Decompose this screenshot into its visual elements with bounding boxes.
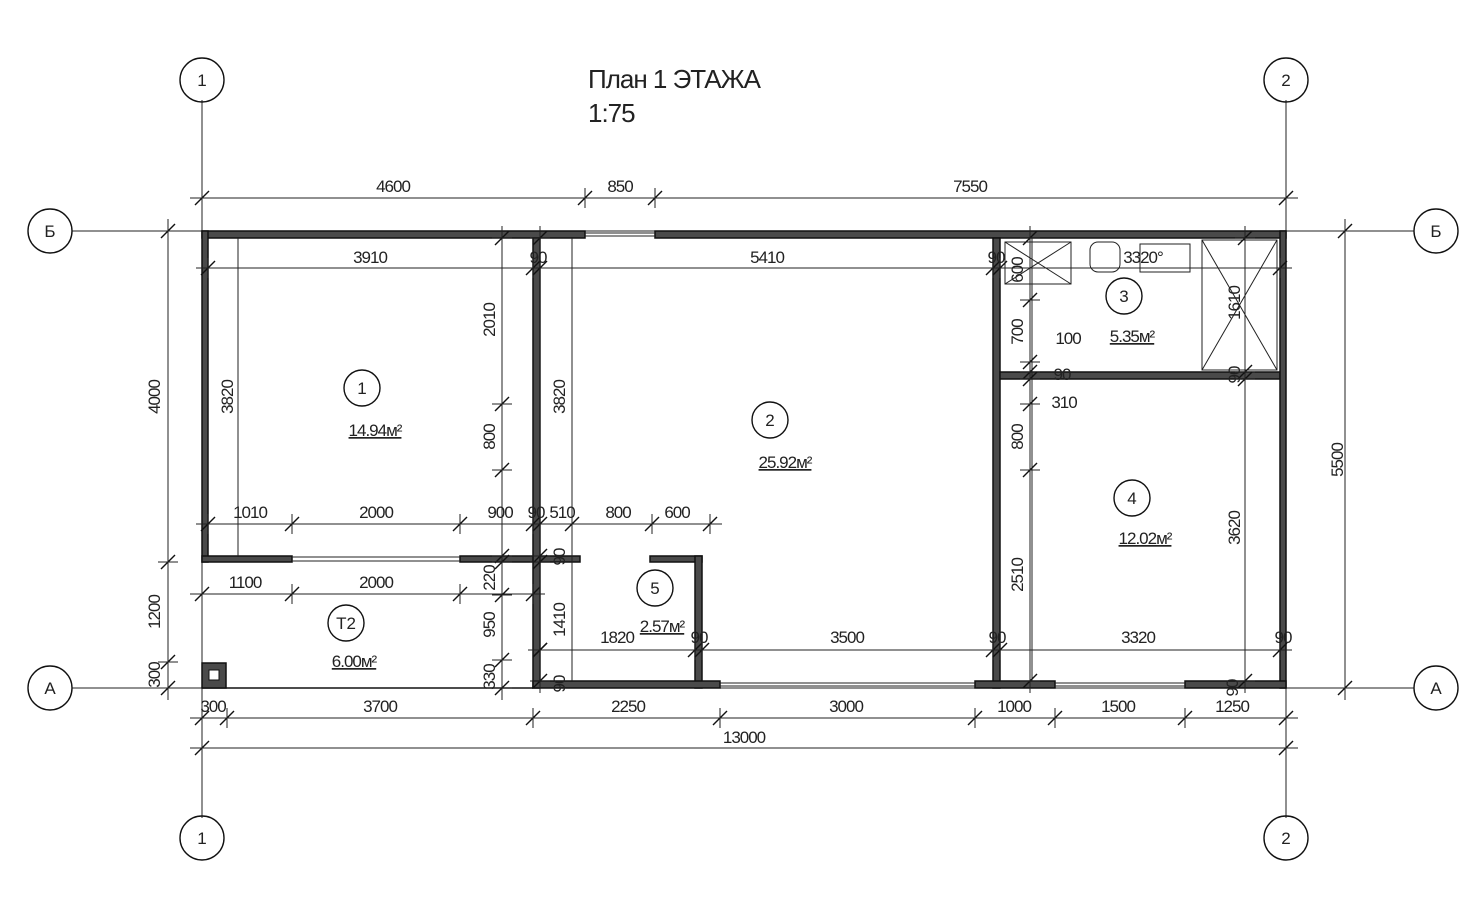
dim-label: 510 bbox=[549, 503, 575, 522]
dim-label: 90 bbox=[550, 548, 569, 565]
dim-label: 1000 bbox=[997, 697, 1031, 716]
dim-label: 5500 bbox=[1328, 443, 1347, 477]
dim-label: 2000 bbox=[359, 573, 393, 592]
dim-label: 90 bbox=[1223, 679, 1242, 696]
dim-label: 330 bbox=[480, 664, 499, 690]
room-4: 4 12.02м² bbox=[1113, 479, 1174, 548]
axis-marker-b-right: Б bbox=[1413, 208, 1459, 254]
dim-label: 7550 bbox=[953, 177, 987, 196]
svg-text:6.00м²: 6.00м² bbox=[332, 652, 378, 671]
dim-label: 600 bbox=[1008, 257, 1027, 283]
dim-label: 1010 bbox=[233, 503, 267, 522]
dim-label: 2250 bbox=[611, 697, 645, 716]
svg-text:3: 3 bbox=[1119, 287, 1128, 306]
dim-label: 1410 bbox=[550, 603, 569, 637]
svg-text:Б: Б bbox=[44, 222, 55, 241]
svg-text:14.94м²: 14.94м² bbox=[349, 421, 403, 440]
dim-label: 3320° bbox=[1123, 248, 1163, 267]
dim-label: 90 bbox=[550, 675, 569, 692]
dim-label: 3700 bbox=[363, 697, 397, 716]
svg-text:5: 5 bbox=[650, 579, 659, 598]
dim-label: 90 bbox=[988, 248, 1005, 267]
room-3: 3 5.35м² bbox=[1105, 277, 1157, 346]
dim-label: 3500 bbox=[830, 628, 864, 647]
svg-text:1: 1 bbox=[197, 71, 206, 90]
dim-label: 2000 bbox=[359, 503, 393, 522]
svg-text:2.57м²: 2.57м² bbox=[640, 617, 686, 636]
svg-text:1: 1 bbox=[357, 379, 366, 398]
dim-label: 300 bbox=[145, 662, 164, 688]
dim-label: 13000 bbox=[723, 728, 766, 747]
dim-label: 2510 bbox=[1008, 558, 1027, 592]
svg-text:А: А bbox=[44, 679, 56, 698]
dim-label: 950 bbox=[480, 612, 499, 638]
dim-label: 100 bbox=[1055, 329, 1081, 348]
dim-label: 3910 bbox=[353, 248, 387, 267]
dim-label: 900 bbox=[487, 503, 513, 522]
dim-label: 800 bbox=[480, 424, 499, 450]
dim-label: 1820 bbox=[600, 628, 634, 647]
dim-label: 90 bbox=[530, 248, 547, 267]
svg-text:2: 2 bbox=[1281, 829, 1290, 848]
room-1: 1 14.94м² bbox=[343, 369, 404, 440]
dim-label: 800 bbox=[1008, 424, 1027, 450]
dim-label: 1200 bbox=[145, 595, 164, 629]
dim-label: 800 bbox=[605, 503, 631, 522]
dim-label: 4000 bbox=[145, 380, 164, 414]
dim-label: 90 bbox=[691, 628, 708, 647]
axis-marker-1-top: 1 bbox=[179, 57, 225, 103]
svg-text:Б: Б bbox=[1430, 222, 1441, 241]
svg-text:4: 4 bbox=[1127, 489, 1136, 508]
dim-label: 90 bbox=[1275, 628, 1292, 647]
svg-text:2: 2 bbox=[765, 411, 774, 430]
dim-label: 3320 bbox=[1121, 628, 1155, 647]
dim-label: 4600 bbox=[376, 177, 410, 196]
dim-label: 1610 bbox=[1225, 286, 1244, 320]
svg-text:1: 1 bbox=[197, 829, 206, 848]
dim-label: 3620 bbox=[1225, 511, 1244, 545]
dim-label: 90 bbox=[989, 628, 1006, 647]
svg-text:25.92м²: 25.92м² bbox=[759, 453, 813, 472]
axis-marker-b-left: Б bbox=[27, 208, 73, 254]
dim-label: 1100 bbox=[229, 573, 262, 592]
dim-label: 90 bbox=[1225, 366, 1244, 383]
dim-label: 90 bbox=[1054, 365, 1071, 384]
dim-label: 3000 bbox=[829, 697, 863, 716]
plan-scale: 1:75 bbox=[588, 98, 635, 128]
axis-marker-a-left: А bbox=[27, 665, 73, 711]
dimension-lines bbox=[158, 188, 1355, 758]
axis-marker-2-bottom: 2 bbox=[1263, 815, 1309, 861]
axis-marker-1-bottom: 1 bbox=[179, 815, 225, 861]
dim-label: 300 bbox=[200, 697, 226, 716]
svg-text:12.02м²: 12.02м² bbox=[1119, 529, 1173, 548]
dim-label: 1500 bbox=[1101, 697, 1135, 716]
dim-label: 700 bbox=[1008, 319, 1027, 345]
dim-label: 3820 bbox=[550, 380, 569, 414]
dim-label: 1250 bbox=[1215, 697, 1249, 716]
axis-marker-a-right: А bbox=[1413, 665, 1459, 711]
dim-label: 850 bbox=[607, 177, 633, 196]
dim-label: 90 bbox=[528, 503, 545, 522]
dim-label: 600 bbox=[664, 503, 690, 522]
room-t2: Т2 6.00м² bbox=[327, 604, 379, 671]
svg-text:А: А bbox=[1430, 679, 1442, 698]
svg-text:5.35м²: 5.35м² bbox=[1110, 327, 1156, 346]
dimension-labels: 4600 850 7550 3910 90 5410 90 3320° 3820… bbox=[145, 177, 1347, 747]
axis-marker-2-top: 2 bbox=[1263, 57, 1309, 103]
room-5: 5 2.57м² bbox=[636, 569, 687, 636]
plan-title: План 1 ЭТАЖА bbox=[588, 64, 762, 94]
dim-label: 310 bbox=[1051, 393, 1077, 412]
room-2: 2 25.92м² bbox=[751, 401, 814, 472]
dim-label: 3820 bbox=[218, 380, 237, 414]
dim-label: 5410 bbox=[750, 248, 784, 267]
dim-label: 2010 bbox=[480, 303, 499, 337]
dim-label: 220 bbox=[480, 565, 499, 591]
walls bbox=[201, 230, 1287, 689]
svg-text:Т2: Т2 bbox=[336, 614, 356, 633]
svg-text:2: 2 bbox=[1281, 71, 1290, 90]
